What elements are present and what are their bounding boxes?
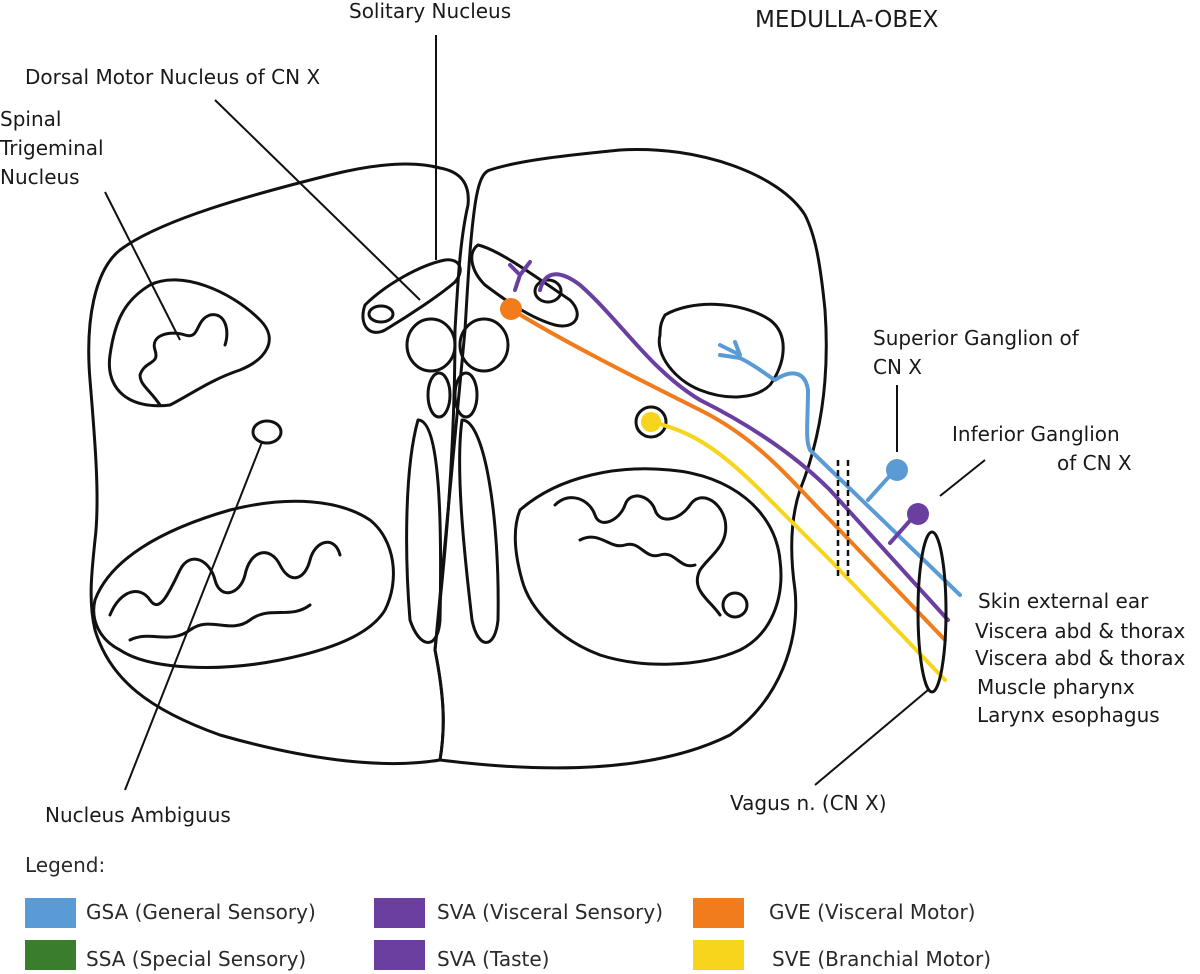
leader-vagus [814, 689, 929, 786]
target-larynx-esophagus: Larynx esophagus [977, 703, 1160, 727]
legend-label-sva-taste: SVA (Taste) [437, 947, 549, 971]
medulla-outline [87, 147, 828, 770]
label-vagus-nerve: Vagus n. (CN X) [730, 791, 887, 815]
legend-swatch-gsa [25, 898, 76, 928]
legend-label-sve: SVE (Branchial Motor) [772, 947, 991, 971]
leader-inferior-ganglion [939, 459, 986, 497]
spinal-trigeminal-outline [107, 278, 271, 408]
target-muscle-pharynx: Muscle pharynx [977, 675, 1135, 699]
legend-label-sva-visceral: SVA (Visceral Sensory) [437, 900, 663, 924]
gsa-branch [718, 340, 742, 357]
leader-dorsal-motor [214, 99, 421, 301]
structure-labels: Solitary Nucleus Dorsal Motor Nucleus of… [0, 0, 1132, 827]
label-spinal-trigeminal-2: Trigeminal [0, 136, 104, 160]
hypoglossal-left [405, 317, 457, 373]
legend-title: Legend: [25, 853, 105, 877]
solitary-tract-right [470, 243, 579, 328]
solitary-small-oval [367, 304, 395, 324]
superior-ganglion-dot [886, 459, 908, 481]
mlf-left [426, 371, 452, 419]
right-half-outline [433, 147, 828, 770]
label-spinal-trigeminal-3: Nucleus [0, 165, 80, 189]
left-olive-squiggle [108, 541, 342, 642]
left-half-outline [87, 162, 470, 766]
right-olive-outline [513, 467, 783, 666]
gve-fiber [509, 307, 947, 642]
legend-label-gve: GVE (Visceral Motor) [769, 900, 975, 924]
sve-fiber [649, 420, 947, 682]
sva-fiber [538, 272, 950, 622]
legend-swatch-sve [693, 940, 744, 970]
nucleus-ambiguus-shape [251, 419, 283, 445]
legend-swatch-gve [693, 898, 744, 928]
medial-lemniscus-right [458, 418, 500, 644]
spinal-trigeminal-inner [138, 313, 229, 407]
label-superior-ganglion-1: Superior Ganglion of [873, 326, 1080, 350]
legend-label-ssa: SSA (Special Sensory) [86, 947, 306, 971]
label-inferior-ganglion-2: of CN X [1057, 451, 1132, 475]
label-nucleus-ambiguus: Nucleus Ambiguus [45, 803, 231, 827]
label-spinal-trigeminal-1: Spinal [0, 107, 61, 131]
nucleus-ambiguus-right [634, 405, 668, 439]
target-labels: Skin external ear Viscera abd & thorax V… [975, 589, 1186, 727]
leader-lines [104, 35, 986, 791]
target-skin-external-ear: Skin external ear [978, 589, 1149, 613]
right-dorsal-lobe [657, 302, 785, 399]
solitary-small-circle [533, 278, 563, 304]
gsa-fiber [718, 353, 962, 597]
vagus-nerve-sheath [916, 530, 948, 694]
label-solitary-nucleus: Solitary Nucleus [349, 0, 511, 23]
target-viscera-1: Viscera abd & thorax [975, 619, 1186, 643]
sva-branch [508, 260, 532, 292]
legend-swatch-sva-visceral [374, 898, 425, 928]
medial-lemniscus-left [405, 418, 443, 644]
left-olive-outline [92, 499, 395, 669]
solitary-tract-left [361, 258, 462, 334]
right-olive-squiggle [553, 494, 728, 617]
inferior-ganglion-dot [907, 503, 929, 525]
label-inferior-ganglion-1: Inferior Ganglion [952, 422, 1120, 446]
legend-label-gsa: GSA (General Sensory) [86, 900, 316, 924]
olive-whorl [721, 591, 749, 619]
diagram-title: MEDULLA-OBEX [755, 7, 939, 33]
leader-nucleus-ambiguus [124, 441, 263, 791]
target-viscera-2: Viscera abd & thorax [975, 646, 1186, 670]
leader-spinal-trigeminal [104, 191, 181, 341]
mlf-right [453, 371, 479, 419]
legend-swatch-ssa [25, 940, 76, 970]
legend-swatch-sva-taste [374, 940, 425, 970]
label-dorsal-motor-nucleus: Dorsal Motor Nucleus of CN X [25, 65, 320, 89]
fiber-tracts [500, 260, 962, 694]
hypoglossal-right [458, 317, 510, 373]
legend: Legend: GSA (General Sensory) SSA (Speci… [25, 853, 991, 971]
label-superior-ganglion-2: CN X [873, 355, 922, 379]
